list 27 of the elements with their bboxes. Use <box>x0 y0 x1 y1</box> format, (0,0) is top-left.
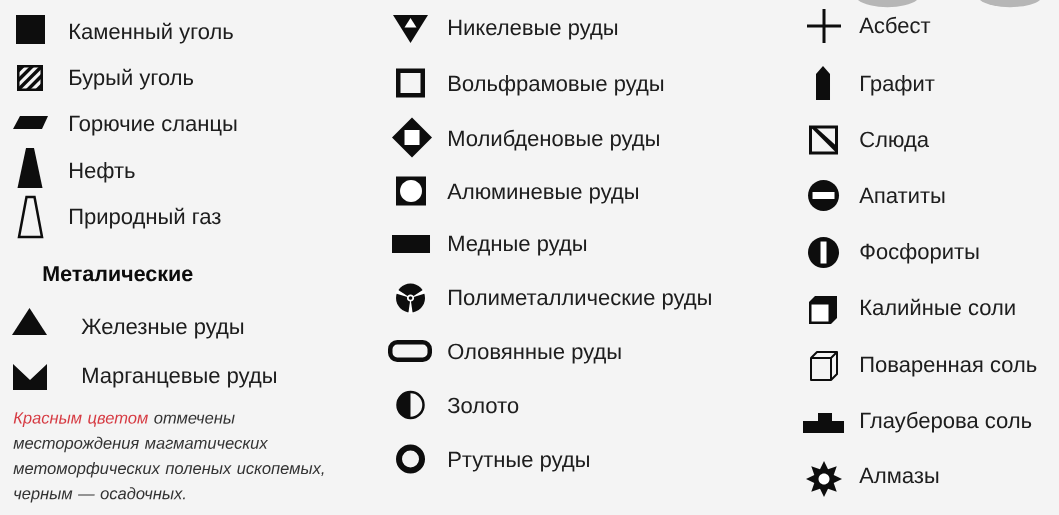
legend-label: Глауберова соль <box>861 411 1032 433</box>
legend-label: Слюда <box>860 131 929 152</box>
legend-label: Медные руды <box>449 235 587 256</box>
legend-label: Золото <box>447 397 519 414</box>
legend-label: Никелевые руды <box>449 19 618 40</box>
legend-label: Ртутные руды <box>449 451 589 472</box>
legend-label: Поваренная соль <box>861 356 1037 377</box>
legend-label: Молибденовые руды <box>449 129 659 151</box>
legend-label: Оловянные руды <box>448 343 621 364</box>
legend-label: Алмазы <box>859 467 939 484</box>
section-heading: Металические <box>43 266 193 282</box>
legend-label: Каменный уголь <box>70 22 233 44</box>
note-text: Красным цветом отмечены месторождения магматических метоморфических поленых ископемых, черным — осадочных. <box>13 412 324 503</box>
legend-label: Вольфрамовые руды <box>449 75 664 96</box>
legend-label: Железные руды <box>81 318 244 339</box>
legend-label: Асбест <box>859 16 931 34</box>
legend-label: Алюминевые руды <box>447 183 638 204</box>
legend-label: Графит <box>861 75 935 96</box>
legend-label: Марганцевые руды <box>83 367 276 388</box>
legend-label: Природный газ <box>70 207 221 229</box>
legend-label: Нефть <box>70 162 135 183</box>
legend-label: Бурый уголь <box>70 68 194 90</box>
legend-label: Фосфориты <box>860 243 979 264</box>
legend-label: Полиметаллические руды <box>449 289 711 310</box>
legend-label: Апатиты <box>859 187 945 204</box>
legend-label: Калийные соли <box>861 298 1015 316</box>
legend-label: Горючие сланцы <box>70 115 237 136</box>
